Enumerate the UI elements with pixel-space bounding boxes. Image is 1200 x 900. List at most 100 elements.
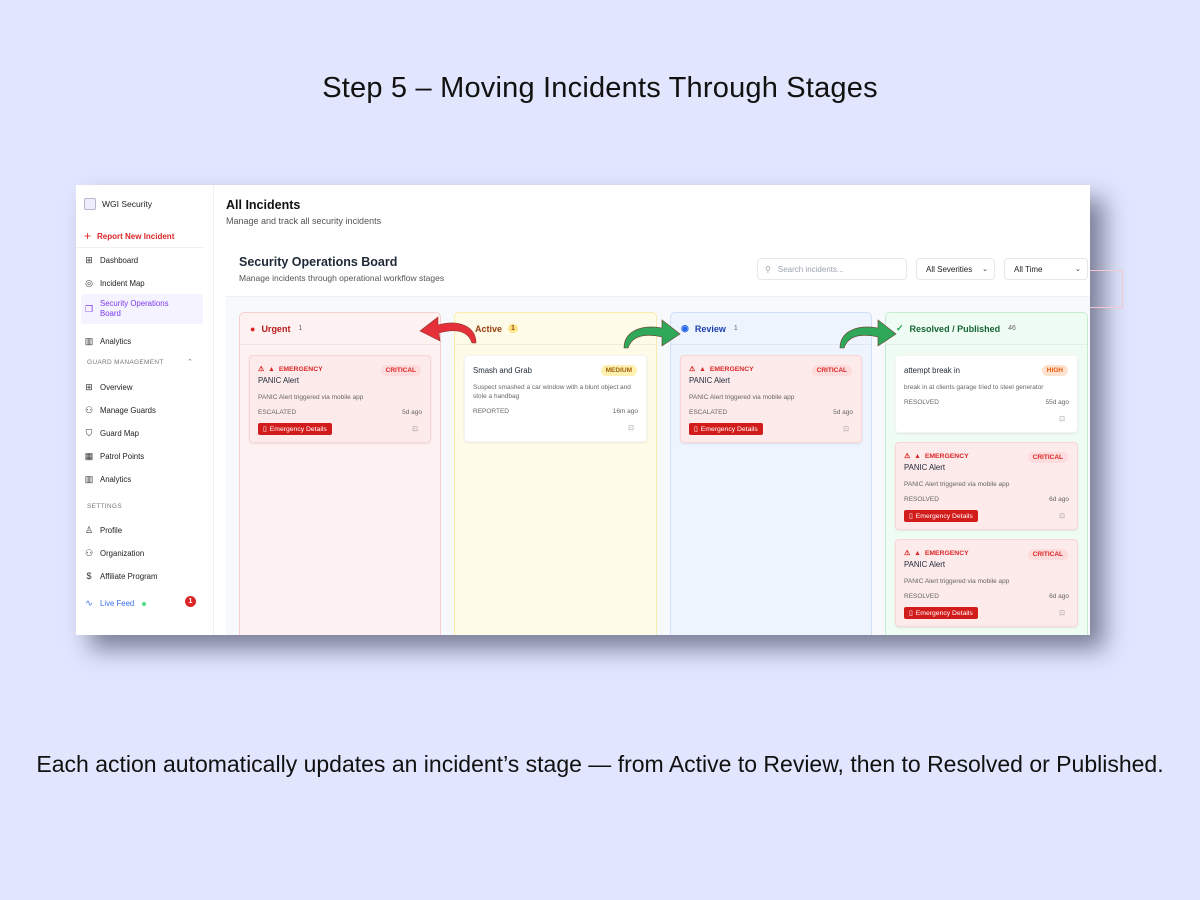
sidebar-item-dashboard[interactable]: ⊞ Dashboard: [81, 252, 203, 269]
incident-card[interactable]: Smash and Grab MEDIUM Suspect smashed a …: [464, 355, 647, 442]
sidebar-item-overview[interactable]: ⊞ Overview: [81, 379, 203, 396]
nav-label: Manage Guards: [100, 406, 156, 415]
section-title: SETTINGS: [87, 503, 122, 510]
emergency-text: EMERGENCY: [924, 452, 969, 460]
expand-icon[interactable]: ⊡: [1059, 610, 1065, 617]
emergency-details-button[interactable]: ▯ Emergency Details: [689, 423, 763, 435]
nav-label: Security Operations Board: [100, 299, 169, 318]
button-label: Emergency Details: [915, 512, 973, 520]
severity-badge: HIGH: [1041, 365, 1068, 376]
expand-icon[interactable]: ⊡: [628, 425, 634, 432]
sidebar-item-guard-analytics[interactable]: ▥ Analytics: [81, 471, 203, 488]
incident-card[interactable]: ⚠ ▲ EMERGENCY PANIC Alert CRITICAL PANIC…: [895, 539, 1078, 627]
incident-status: REPORTED: [473, 408, 509, 415]
emergency-label: ⚠ ▲ EMERGENCY: [904, 451, 1069, 461]
expand-icon[interactable]: ⊡: [412, 426, 418, 433]
siren-icon: ▲: [268, 365, 275, 373]
incident-title: attempt break in: [904, 366, 960, 375]
nav-label: Patrol Points: [100, 452, 145, 461]
section-title: GUARD MANAGEMENT: [87, 359, 164, 366]
column-title: Review: [694, 323, 726, 334]
incident-age: 5d ago: [833, 409, 853, 416]
column-count: 46: [1008, 325, 1016, 332]
emergency-label: ⚠ ▲ EMERGENCY: [689, 364, 853, 374]
incident-card[interactable]: attempt break in HIGH break in at client…: [895, 355, 1078, 433]
sidebar-item-live-feed[interactable]: ∿ Live Feed: [81, 595, 203, 612]
column-title: Urgent: [261, 323, 291, 334]
expand-icon[interactable]: ⊡: [1059, 513, 1065, 520]
page-subtitle: Manage and track all security incidents: [226, 216, 382, 226]
incident-description: break in at clients garage tried to stee…: [904, 384, 1044, 391]
severity-badge: CRITICAL: [1027, 549, 1068, 560]
incident-title: PANIC Alert: [904, 463, 946, 472]
warning-icon: ⚠: [689, 366, 696, 373]
incident-card[interactable]: ⚠ ▲ EMERGENCY PANIC Alert CRITICAL PANIC…: [895, 442, 1078, 530]
column-active: Active 1 Smash and Grab MEDIUM Suspect s…: [454, 312, 657, 635]
column-count: 1: [733, 325, 738, 332]
incident-status: RESOLVED: [904, 593, 939, 600]
brand[interactable]: WGI Security: [84, 198, 152, 210]
incident-description: PANIC Alert triggered via mobile app: [689, 394, 795, 401]
siren-icon: ▲: [914, 452, 921, 460]
incident-description: PANIC Alert triggered via mobile app: [904, 578, 1010, 585]
column-header: ◉ Review 1: [671, 313, 871, 345]
brand-name: WGI Security: [102, 199, 153, 209]
incident-card[interactable]: ⚠ ▲ EMERGENCY PANIC Alert CRITICAL PANIC…: [680, 355, 862, 443]
emergency-details-button[interactable]: ▯ Emergency Details: [258, 423, 332, 435]
guard-management-section[interactable]: GUARD MANAGEMENT ⌃: [87, 359, 193, 366]
button-label: Emergency Details: [269, 425, 327, 433]
document-icon: ▯: [694, 426, 698, 433]
document-icon: ▯: [263, 426, 267, 433]
emergency-details-button[interactable]: ▯ Emergency Details: [904, 607, 978, 619]
incident-status: ESCALATED: [689, 409, 728, 416]
severity-filter-select[interactable]: All Severities ⌄: [916, 258, 995, 280]
column-review: ◉ Review 1 ⚠ ▲ EMERGENCY PANIC Alert CRI…: [670, 312, 872, 635]
incident-age: 6d ago: [1049, 496, 1069, 503]
shield-icon: ⛉: [85, 428, 93, 438]
column-resolved-published: ✓ Resolved / Published 46 attempt break …: [885, 312, 1088, 635]
emergency-text: EMERGENCY: [278, 365, 323, 373]
expand-icon[interactable]: ⊡: [843, 426, 849, 433]
nav-label: Profile: [100, 526, 123, 535]
eye-icon: ◉: [681, 323, 689, 333]
app-screenshot: WGI Security + Report New Incident ⊞ Das…: [76, 185, 1090, 635]
sidebar-item-analytics[interactable]: ▥ Analytics: [81, 333, 203, 350]
board-subtitle: Manage incidents through operational wor…: [239, 273, 445, 283]
sidebar-item-incident-map[interactable]: ◎ Incident Map: [81, 275, 203, 292]
activity-icon: ∿: [85, 598, 93, 608]
column-title: Resolved / Published: [909, 323, 1001, 334]
document-icon: ▯: [909, 513, 913, 520]
siren-icon: ▲: [699, 365, 706, 373]
report-new-incident-button[interactable]: + Report New Incident: [84, 229, 174, 243]
emergency-details-button[interactable]: ▯ Emergency Details: [904, 510, 978, 522]
search-input[interactable]: ⚲ Search incidents...: [757, 258, 907, 280]
severity-badge: CRITICAL: [1027, 452, 1068, 463]
sidebar-item-organization[interactable]: ⚇ Organization: [81, 545, 203, 562]
chevron-down-icon: ⌄: [982, 266, 988, 273]
incident-card[interactable]: ⚠ ▲ EMERGENCY PANIC Alert CRITICAL PANIC…: [249, 355, 431, 443]
emergency-label: ⚠ ▲ EMERGENCY: [258, 364, 422, 374]
severity-badge: MEDIUM: [600, 365, 637, 376]
nav-label: Overview: [100, 383, 133, 392]
incident-description: PANIC Alert triggered via mobile app: [904, 481, 1010, 488]
nav-label: Live Feed: [100, 599, 135, 608]
column-title: Active: [475, 323, 503, 334]
sidebar-item-guard-map[interactable]: ⛉ Guard Map: [81, 425, 203, 442]
sidebar-item-security-operations-board[interactable]: ❐ Security Operations Board: [81, 294, 203, 324]
chevron-up-icon[interactable]: ⌃: [187, 359, 194, 366]
plus-icon: +: [84, 229, 92, 243]
sidebar-item-affiliate-program[interactable]: $ Affiliate Program: [81, 568, 203, 584]
board-title: Security Operations Board: [239, 255, 398, 269]
sidebar-item-profile[interactable]: ♙ Profile: [81, 522, 203, 539]
sidebar-item-manage-guards[interactable]: ⚇ Manage Guards: [81, 402, 203, 419]
sidebar-item-patrol-points[interactable]: ▦ Patrol Points: [81, 448, 203, 465]
arrow-forward-to-review-icon: [623, 319, 681, 349]
emergency-text: EMERGENCY: [709, 365, 754, 373]
users-icon: ⚇: [84, 548, 94, 558]
nav-label: Analytics: [100, 337, 132, 346]
expand-icon[interactable]: ⊡: [1059, 416, 1065, 423]
nav-label: Organization: [100, 549, 145, 558]
warning-icon: ⚠: [904, 550, 911, 557]
incident-status: ESCALATED: [258, 409, 297, 416]
time-filter-select[interactable]: All Time ⌄: [1004, 258, 1088, 280]
